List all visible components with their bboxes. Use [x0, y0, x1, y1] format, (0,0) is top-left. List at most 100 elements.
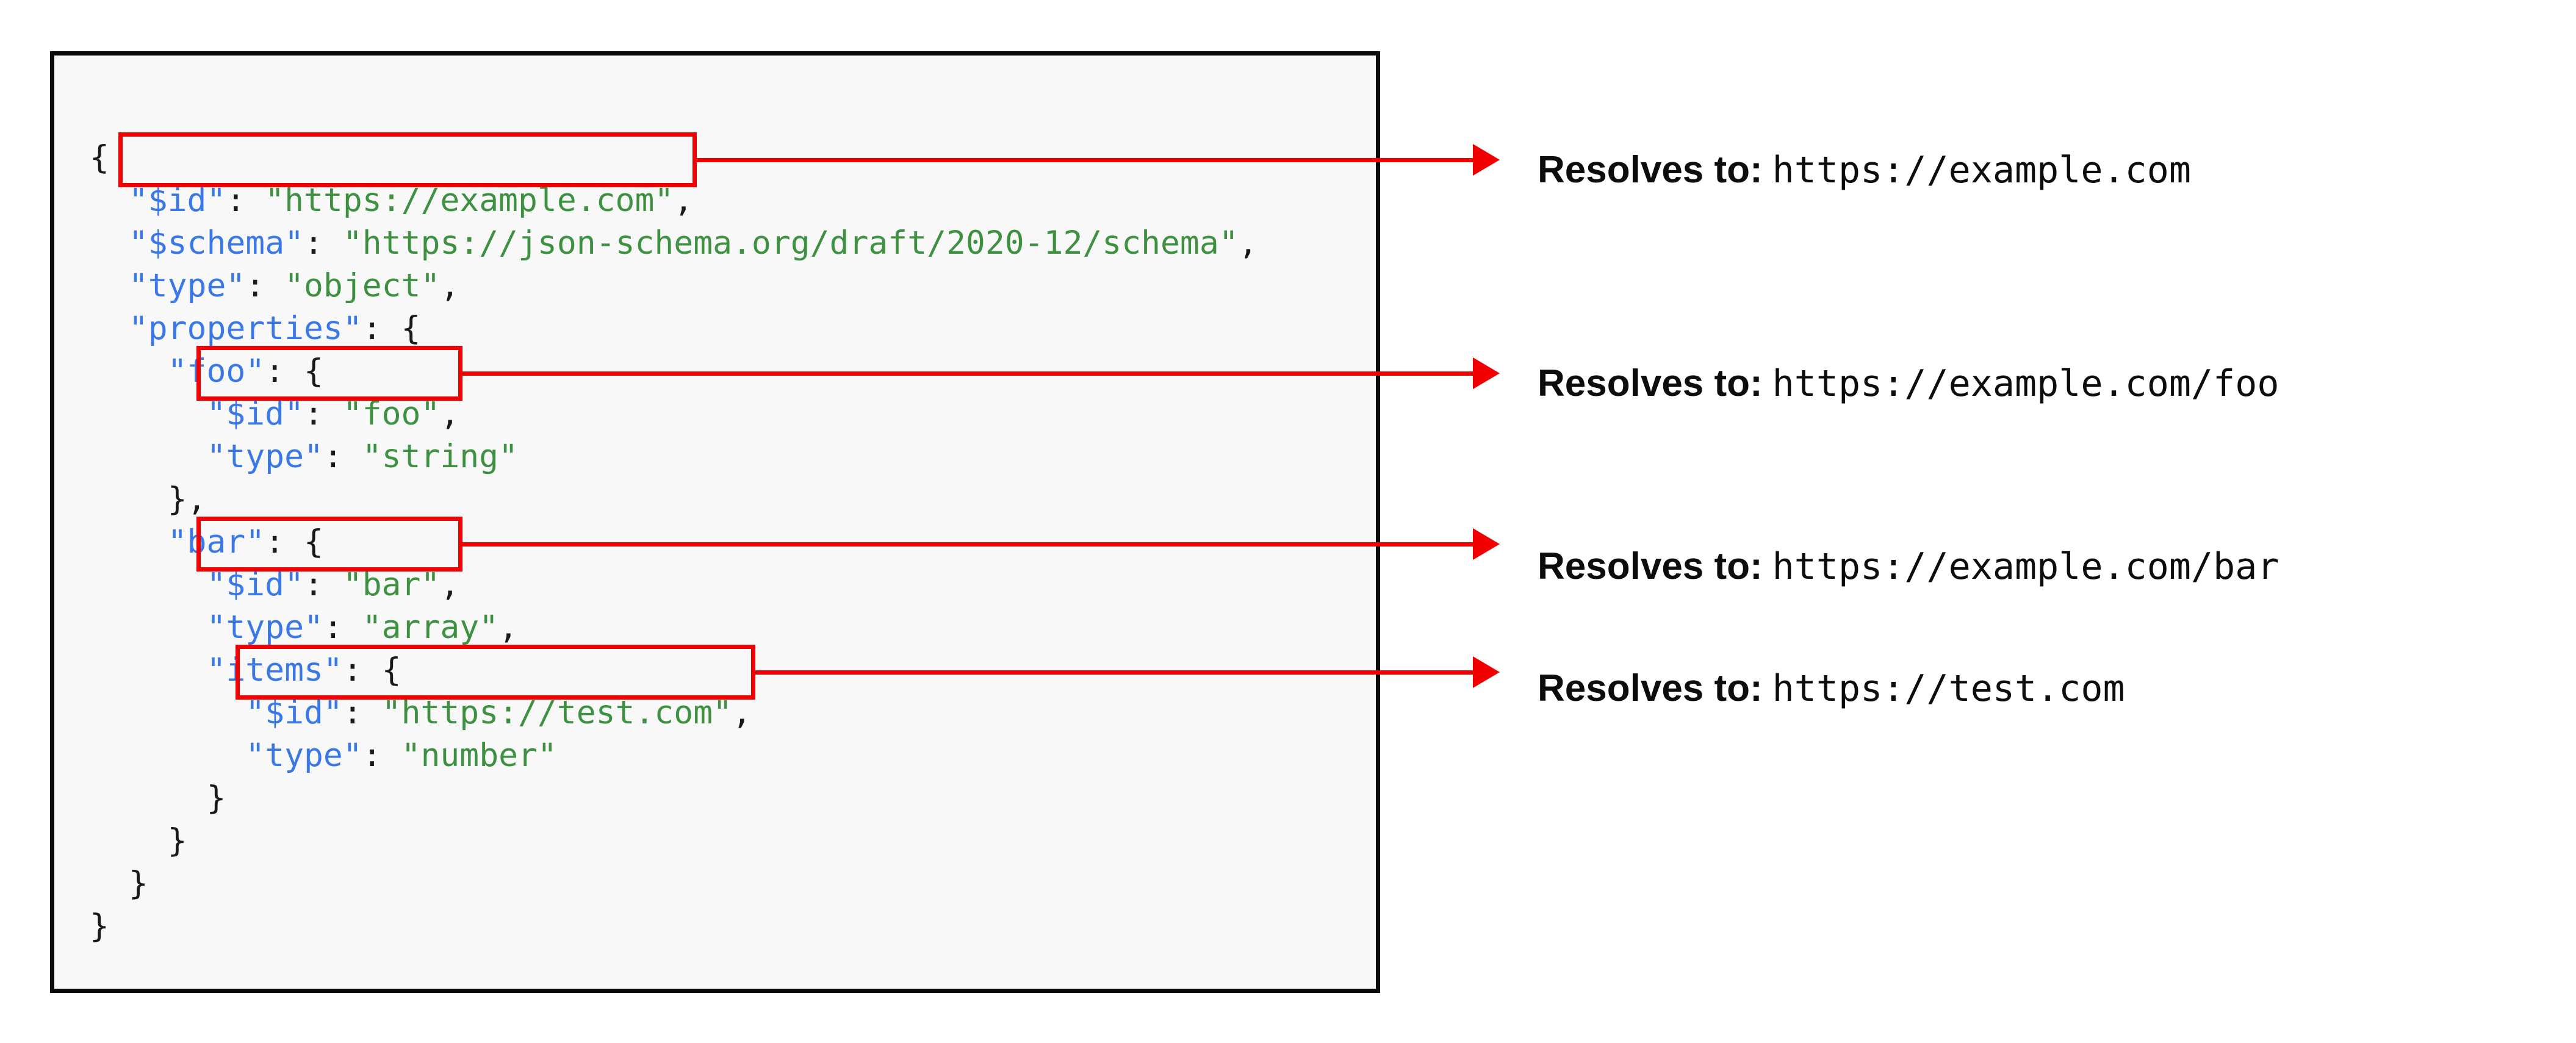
code-indent [90, 822, 168, 859]
code-indent [90, 395, 206, 432]
resolves-to-label: Resolves to: [1538, 545, 1763, 587]
code-token: "type" [206, 438, 323, 475]
code-token: , [1238, 224, 1258, 262]
code-line: "type": "array", [90, 606, 1258, 649]
arrowhead-icon [1473, 528, 1500, 560]
highlight-id-bar [196, 517, 462, 572]
code-line: "type": "number" [90, 734, 1258, 777]
code-token: } [167, 822, 187, 859]
code-indent [90, 780, 206, 817]
code-line: "$id": "https://example.com", [90, 179, 1258, 222]
code-token: : [304, 224, 343, 262]
resolved-uri-value: https://example.com/bar [1772, 545, 2279, 588]
code-token: { [90, 139, 109, 176]
code-token: } [128, 865, 148, 902]
code-line: "type": "string" [90, 435, 1258, 478]
code-indent [90, 737, 245, 774]
code-token: "$id" [206, 395, 304, 432]
code-token: "items" [206, 651, 343, 689]
connector-line [755, 670, 1473, 675]
code-token: : { [265, 523, 323, 561]
code-token: "foo" [167, 353, 265, 390]
resolves-to-label: Resolves to: [1538, 149, 1763, 191]
resolved-uri-value: https://example.com/foo [1772, 362, 2279, 405]
code-token: , [440, 566, 460, 603]
code-token: "https://test.com" [381, 694, 733, 731]
resolves-to-annotation: Resolves to:https://example.com/foo [1538, 365, 2279, 403]
code-token: "bar" [342, 566, 441, 603]
code-line: "foo": { [90, 350, 1258, 393]
code-token: "bar" [167, 523, 265, 561]
code-token: }, [167, 481, 207, 518]
code-token: , [674, 182, 694, 219]
code-line: "items": { [90, 649, 1258, 692]
code-line: "$id": "foo", [90, 393, 1258, 435]
code-token: "foo" [342, 395, 441, 432]
code-line: }, [90, 478, 1258, 521]
code-token: "properties" [128, 310, 362, 347]
arrowhead-icon [1473, 144, 1500, 176]
code-line: "type": "object", [90, 265, 1258, 307]
code-indent [90, 182, 129, 219]
code-line: } [90, 777, 1258, 820]
resolved-uri-value: https://test.com [1772, 667, 2125, 710]
json-schema-code-panel: { "$id": "https://example.com", "$schema… [50, 51, 1380, 993]
connector-line [462, 371, 1473, 376]
connector-line [697, 158, 1473, 162]
code-indent [90, 566, 206, 603]
code-token: } [206, 780, 226, 817]
code-token: , [440, 267, 460, 304]
code-indent [90, 651, 206, 689]
code-line: } [90, 820, 1258, 862]
code-token: , [732, 694, 752, 731]
arrowhead-icon [1473, 357, 1500, 389]
code-line: } [90, 862, 1258, 905]
code-token: "array" [362, 609, 499, 646]
code-line: { [90, 137, 1258, 179]
code-indent [90, 523, 168, 561]
code-token: } [90, 908, 109, 945]
code-token: "$schema" [128, 224, 304, 262]
code-token: "number" [401, 737, 557, 774]
code-token: "string" [362, 438, 519, 475]
code-token: : [323, 609, 362, 646]
highlight-id-root [118, 132, 697, 187]
arrowhead-icon [1473, 656, 1500, 688]
code-indent [90, 481, 168, 518]
code-listing: { "$id": "https://example.com", "$schema… [90, 137, 1258, 948]
code-token: : { [265, 353, 323, 390]
code-line: "$id": "https://test.com", [90, 692, 1258, 734]
highlight-id-foo [196, 346, 462, 401]
code-token: "type" [128, 267, 246, 304]
code-token: , [498, 609, 519, 646]
resolves-to-annotation: Resolves to:https://example.com [1538, 151, 2191, 189]
code-token: "https://example.com" [265, 182, 674, 219]
resolves-to-annotation: Resolves to:https://test.com [1538, 670, 2125, 708]
resolved-uri-value: https://example.com [1772, 149, 2192, 192]
code-token: : { [362, 310, 421, 347]
code-token: : [323, 438, 362, 475]
resolves-to-label: Resolves to: [1538, 667, 1763, 709]
code-token: : [362, 737, 401, 774]
code-indent [90, 609, 206, 646]
code-line: "bar": { [90, 521, 1258, 564]
code-token: "https://json-schema.org/draft/2020-12/s… [342, 224, 1239, 262]
code-token: "$id" [206, 566, 304, 603]
code-indent [90, 694, 245, 731]
code-token: , [440, 395, 460, 432]
code-token: : [342, 694, 382, 731]
code-indent [90, 310, 129, 347]
code-line: "$schema": "https://json-schema.org/draf… [90, 222, 1258, 265]
highlight-id-items [236, 645, 755, 700]
code-token: "$id" [128, 182, 226, 219]
code-token: : { [342, 651, 401, 689]
resolves-to-annotation: Resolves to:https://example.com/bar [1538, 548, 2279, 586]
code-token: : [245, 267, 285, 304]
code-line: "$id": "bar", [90, 564, 1258, 606]
code-indent [90, 865, 129, 902]
code-token: "type" [245, 737, 362, 774]
resolves-to-label: Resolves to: [1538, 362, 1763, 404]
code-indent [90, 224, 129, 262]
code-indent [90, 438, 206, 475]
code-token: "$id" [245, 694, 343, 731]
